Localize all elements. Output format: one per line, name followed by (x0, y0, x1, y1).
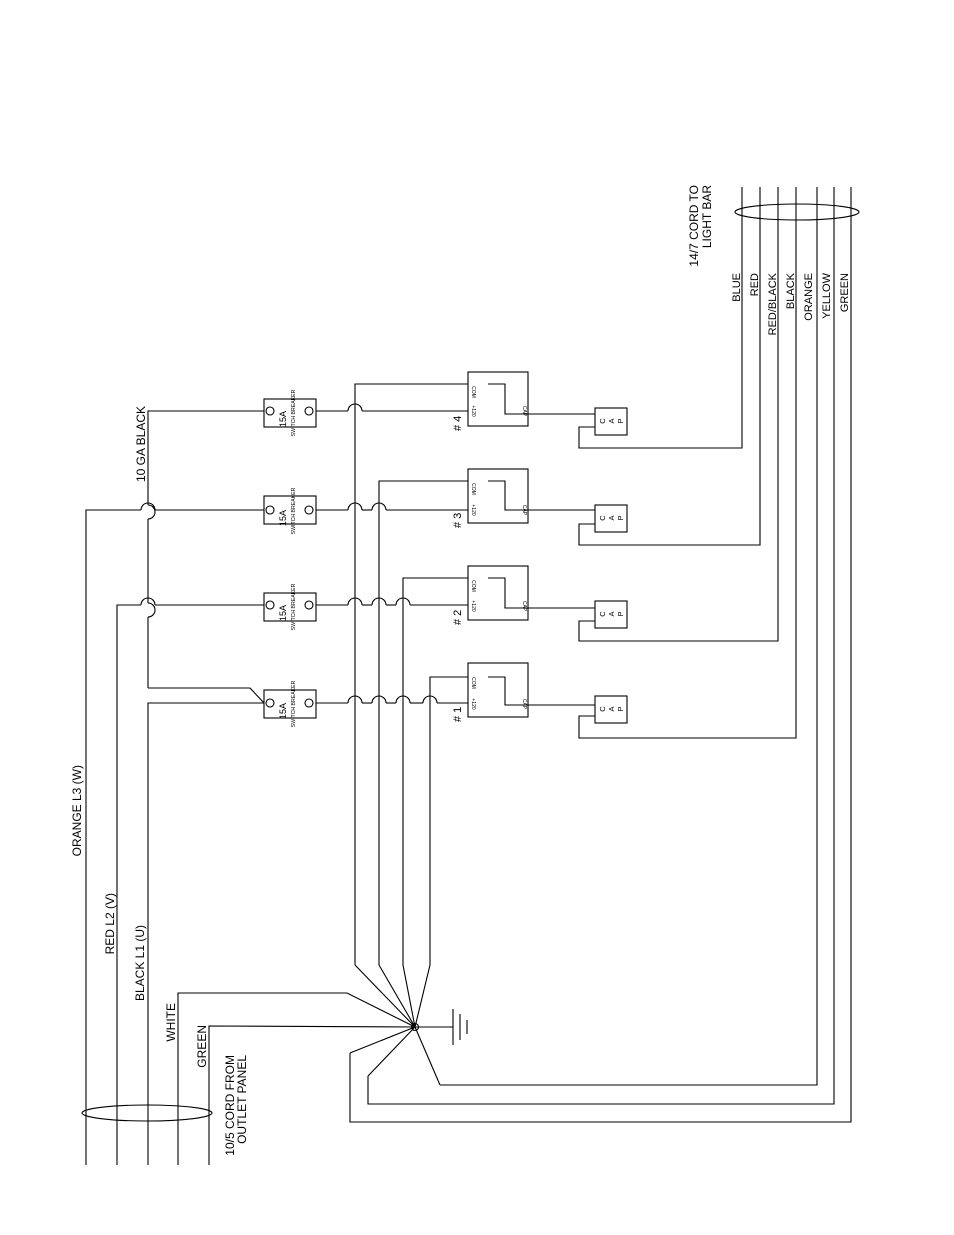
branch-2 (316, 597, 468, 606)
light-cord-label: 14/7 CORD TO LIGHT BAR (687, 185, 714, 267)
relay-label: # 1 (452, 707, 464, 722)
breaker-rating: 15A (278, 703, 288, 719)
light-cord-line-1: 14/7 CORD TO (687, 185, 701, 267)
cap-letter: C (598, 611, 607, 617)
relay-120: +120 (470, 600, 476, 611)
cap-letter: P (616, 515, 625, 520)
relay-cap: CAP (521, 699, 527, 710)
ground-bus (349, 383, 468, 1086)
branch-4 (316, 403, 468, 412)
breaker-text: SWITCH BREAKER (291, 487, 297, 534)
label-green: GREEN (839, 273, 851, 312)
relay-label: # 2 (452, 610, 464, 625)
relay-4: COM +120 CAP # 4 (452, 371, 529, 431)
relay-1: COM +120 CAP # 1 (452, 662, 529, 722)
breaker-4[interactable]: 15A SWITCH BREAKER (263, 389, 317, 436)
input-wire-labels: ORANGE L3 (W) RED L2 (V) BLACK L1 (U) WH… (70, 765, 209, 1068)
relay-com: COM (470, 677, 476, 689)
cap-letter: P (616, 418, 625, 423)
relay-120: +120 (470, 698, 476, 709)
cap-letter: A (607, 418, 616, 423)
cap-letter: A (607, 515, 616, 520)
input-cord-bundle (81, 1104, 213, 1122)
relay-120: +120 (470, 504, 476, 515)
output-returns (349, 187, 860, 1123)
cap-letter: P (616, 706, 625, 711)
relay-label: # 4 (452, 416, 464, 431)
branch-1 (316, 695, 468, 704)
outlet-cord-label: 10/5 CORD FROM OUTLET PANEL (223, 1055, 249, 1156)
label-white: WHITE (164, 1003, 178, 1042)
relay-120: +120 (470, 405, 476, 416)
cap-letter: A (607, 706, 616, 711)
jumper-label: 10 GA BLACK (134, 406, 148, 482)
branch-3 (316, 502, 468, 511)
breaker-text: SWITCH BREAKER (291, 583, 297, 630)
wire-black-l1 (147, 702, 264, 1165)
breaker-rating: 15A (278, 605, 288, 621)
relay-2: COM +120 CAP # 2 (452, 565, 529, 625)
relay-cap: CAP (521, 505, 527, 516)
wire-orange-l3 (85, 509, 141, 1165)
cap-block-4: C A P (578, 187, 743, 449)
outlet-cord-line-1: 10/5 CORD FROM (223, 1055, 237, 1156)
relay-label: # 3 (452, 513, 464, 528)
label-black: BLACK (785, 272, 797, 309)
output-wire-labels: BLUE RED RED/BLACK BLACK ORANGE YELLOW G… (731, 272, 851, 335)
outlet-cord-line-2: OUTLET PANEL (235, 1055, 249, 1144)
breaker-2[interactable]: 15A SWITCH BREAKER (263, 583, 317, 630)
label-yellow: YELLOW (821, 272, 833, 318)
wire-red-l2 (116, 604, 141, 1165)
label-red-l2: RED L2 (V) (103, 893, 117, 954)
cap-letter: P (616, 611, 625, 616)
wire-white (177, 992, 416, 1165)
light-cord-line-2: LIGHT BAR (700, 185, 714, 248)
cap-block-3: C A P (578, 187, 761, 546)
label-red-black: RED/BLACK (767, 272, 779, 335)
wire-green (208, 1025, 416, 1165)
relay-com: COM (470, 483, 476, 495)
cap-letter: C (598, 515, 607, 521)
breaker-text: SWITCH BREAKER (291, 389, 297, 436)
jumper-10ga-black (147, 410, 265, 704)
cap-block-2: C A P (578, 187, 779, 642)
breaker-1[interactable]: 15A SWITCH BREAKER (263, 680, 317, 727)
cap-block-1: C A P (578, 187, 797, 739)
breaker-rating: 15A (278, 411, 288, 427)
label-red: RED (749, 273, 761, 296)
output-cord-bundle (734, 203, 860, 221)
label-blue: BLUE (731, 273, 743, 302)
relay-com: COM (470, 386, 476, 398)
label-orange: ORANGE (803, 273, 815, 321)
cap-letter: A (607, 611, 616, 616)
relay-3: COM +120 CAP # 3 (452, 468, 529, 528)
relay-com: COM (470, 580, 476, 592)
cap-letter: C (598, 418, 607, 424)
label-green: GREEN (195, 1025, 209, 1068)
relay-cap: CAP (521, 406, 527, 417)
breaker-3[interactable]: 15A SWITCH BREAKER (263, 487, 317, 534)
breaker-text: SWITCH BREAKER (291, 680, 297, 727)
relay-cap: CAP (521, 601, 527, 612)
cap-letter: C (598, 706, 607, 712)
input-cord (81, 502, 416, 1165)
label-orange-l3: ORANGE L3 (W) (70, 765, 84, 856)
label-black-l1: BLACK L1 (U) (133, 925, 147, 1001)
breaker-rating: 15A (278, 510, 288, 526)
